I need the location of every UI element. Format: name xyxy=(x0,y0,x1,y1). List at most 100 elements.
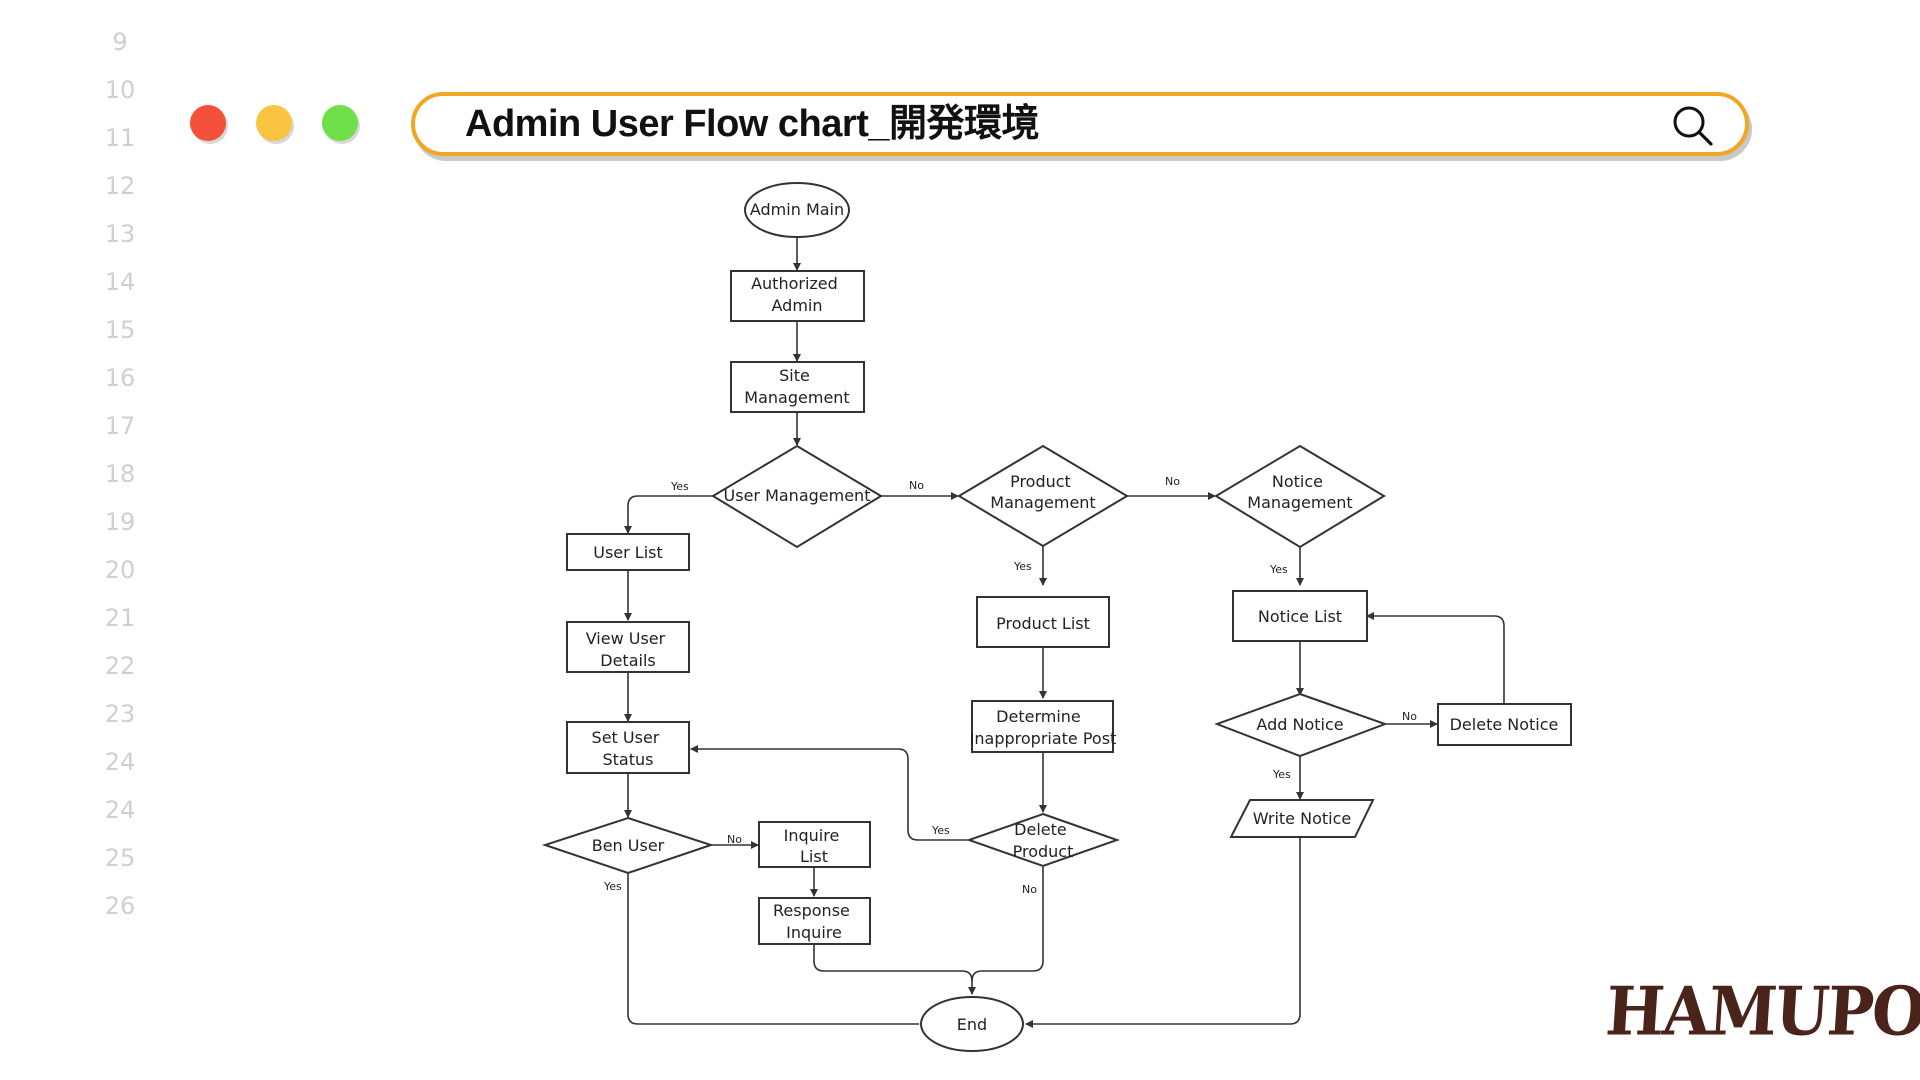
node-user-list-label: User List xyxy=(593,543,663,562)
line-number: 25 xyxy=(104,844,136,872)
line-number: 23 xyxy=(104,700,136,728)
node-set-user-status-line1: Set User xyxy=(592,728,660,747)
edge-label-product-mgmt-no: No xyxy=(1165,475,1180,488)
line-number: 22 xyxy=(104,652,136,680)
node-response-inquire: Response Inquire xyxy=(758,897,871,945)
edge-label-add-notice-no: No xyxy=(1402,710,1417,723)
node-user-management: User Management xyxy=(711,444,883,549)
title-bar: Admin User Flow chart_開発環境 xyxy=(411,92,1749,156)
node-end-label: End xyxy=(957,1015,987,1034)
node-authorized-admin-line1: Authorized xyxy=(751,274,838,293)
node-ben-user-label: Ben User xyxy=(592,836,665,855)
node-add-notice-label: Add Notice xyxy=(1256,715,1343,734)
node-authorized-admin: Authorized Admin xyxy=(730,270,865,322)
line-number: 21 xyxy=(104,604,136,632)
edge-label-delete-product-yes: Yes xyxy=(931,824,950,837)
node-ben-user: Ben User xyxy=(541,816,715,875)
node-site-management-line1: Site xyxy=(779,366,810,385)
node-response-inquire-line2: Inquire xyxy=(786,923,842,942)
node-notice-management-line1: Notice xyxy=(1272,472,1323,491)
node-site-management: Site Management xyxy=(730,361,865,413)
edge-labels: Yes No No Yes Yes No Yes No Yes Yes No xyxy=(603,475,1417,896)
node-notice-list: Notice List xyxy=(1232,590,1368,642)
line-number: 13 xyxy=(104,220,136,248)
node-determine-post-line1: Determine xyxy=(996,707,1081,726)
line-number: 19 xyxy=(104,508,136,536)
svg-text:Site Management: Site Management xyxy=(744,366,849,407)
line-number: 24 xyxy=(104,748,136,776)
node-product-management: Product Management xyxy=(957,444,1129,548)
line-number: 26 xyxy=(104,892,136,920)
node-view-user-details-line1: View User xyxy=(586,629,666,648)
node-notice-list-label: Notice List xyxy=(1258,607,1342,626)
svg-text:View User Details: View User Details xyxy=(586,629,671,670)
line-number: 18 xyxy=(104,460,136,488)
line-number: 9 xyxy=(112,28,128,56)
search-icon xyxy=(1673,106,1713,146)
edge-label-user-mgmt-no: No xyxy=(909,479,924,492)
node-write-notice: Write Notice xyxy=(1229,799,1375,838)
line-number: 12 xyxy=(104,172,136,200)
edge-label-delete-product-no: No xyxy=(1022,883,1037,896)
hamupochi-logo: HAMUPOCHI xyxy=(1603,972,1920,1051)
node-admin-main: Admin Main xyxy=(744,182,850,238)
node-delete-product-line1: Delete xyxy=(1014,820,1067,839)
node-delete-notice: Delete Notice xyxy=(1437,703,1572,746)
node-user-management-label: User Management xyxy=(724,486,871,505)
line-number: 16 xyxy=(104,364,136,392)
node-set-user-status: Set User Status xyxy=(566,721,690,774)
node-set-user-status-line2: Status xyxy=(603,750,654,769)
node-notice-management-line2: Management xyxy=(1247,493,1352,512)
edge-label-product-mgmt-yes: Yes xyxy=(1013,560,1032,573)
close-button[interactable] xyxy=(190,105,226,141)
line-number: 24 xyxy=(104,796,136,824)
line-number: 15 xyxy=(104,316,136,344)
node-product-list-label: Product List xyxy=(996,614,1090,633)
line-number: 14 xyxy=(104,268,136,296)
node-view-user-details-line2: Details xyxy=(600,651,655,670)
node-inquire-list-line1: Inquire xyxy=(784,826,840,845)
svg-text:Response Inquire: Response Inquire xyxy=(773,901,855,942)
node-user-list: User List xyxy=(566,533,690,571)
node-add-notice: Add Notice xyxy=(1214,692,1388,758)
node-inquire-list: Inquire List xyxy=(758,821,871,868)
node-inquire-list-line2: List xyxy=(800,847,828,866)
edge-label-user-mgmt-yes: Yes xyxy=(670,480,689,493)
svg-text:Set User Status: Set User Status xyxy=(592,728,665,769)
line-number: 17 xyxy=(104,412,136,440)
svg-text:Delete Product: Delete Product xyxy=(1013,820,1074,861)
line-number: 20 xyxy=(104,556,136,584)
maximize-button[interactable] xyxy=(322,105,358,141)
minimize-button[interactable] xyxy=(256,105,292,141)
window-controls xyxy=(190,105,358,141)
svg-text:Inquire List: Inquire List xyxy=(784,826,845,866)
node-write-notice-label: Write Notice xyxy=(1253,809,1351,828)
node-delete-notice-label: Delete Notice xyxy=(1450,715,1559,734)
edge-label-notice-mgmt-yes: Yes xyxy=(1269,563,1288,576)
svg-text:Determine Inappropriate: Determine Inappropriate Post xyxy=(970,707,1117,748)
svg-text:Authorized Admin: Authorized Admin xyxy=(751,274,843,315)
node-delete-product-line2: Product xyxy=(1013,842,1074,861)
node-determine-post: Determine Inappropriate Post xyxy=(970,700,1117,753)
node-product-management-line1: Product xyxy=(1010,472,1071,491)
svg-text:Product Management: Product Management xyxy=(990,472,1095,512)
node-product-list: Product List xyxy=(976,596,1110,648)
node-admin-main-label: Admin Main xyxy=(750,200,844,219)
node-notice-management: Notice Management xyxy=(1214,444,1386,549)
flow-edges xyxy=(624,237,1505,1028)
node-determine-post-line2: Inappropriate Post xyxy=(970,729,1117,748)
node-site-management-line2: Management xyxy=(744,388,849,407)
search-button[interactable] xyxy=(1671,104,1715,148)
page-title: Admin User Flow chart_開発環境 xyxy=(465,103,1039,145)
line-number: 10 xyxy=(104,76,136,104)
edge-label-add-notice-yes: Yes xyxy=(1272,768,1291,781)
node-response-inquire-line1: Response xyxy=(773,901,850,920)
node-product-management-line2: Management xyxy=(990,493,1095,512)
node-view-user-details: View User Details xyxy=(566,621,690,673)
edge-label-ben-user-no: No xyxy=(727,833,742,846)
svg-text:Notice Management: Notice Management xyxy=(1247,472,1352,512)
line-number: 11 xyxy=(104,124,136,152)
node-authorized-admin-line2: Admin xyxy=(772,296,823,315)
edge-label-ben-user-yes: Yes xyxy=(603,880,622,893)
